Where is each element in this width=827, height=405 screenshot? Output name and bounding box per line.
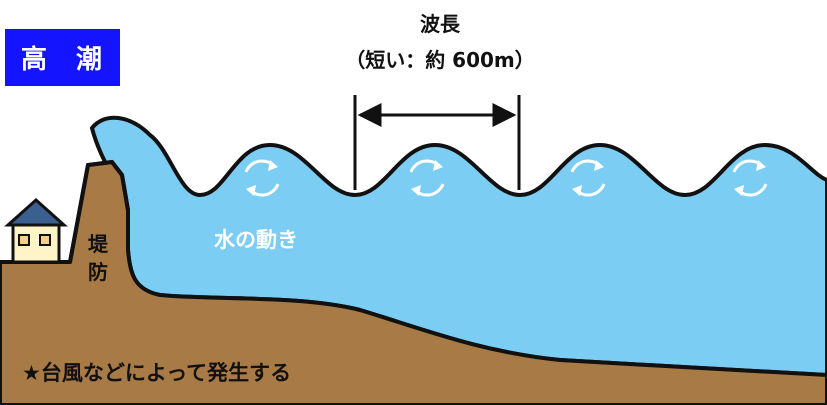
circulation-icon: [570, 159, 606, 197]
cause-note: ★台風などによって発生する: [22, 361, 292, 385]
wavelength-sublabel: （短い：約 600m）: [345, 48, 535, 72]
circulation-icon: [409, 159, 445, 197]
ground: [0, 160, 827, 405]
circulation-icon: [732, 159, 768, 197]
circulation-icon: [244, 159, 280, 197]
wavelength-label: 波長: [420, 12, 460, 36]
levee: [68, 159, 130, 263]
levee-label-line2: 防: [88, 260, 108, 284]
levee-label-line1: 堤: [88, 232, 108, 256]
wavelength-marker: [353, 95, 521, 190]
title-badge: 高 潮: [5, 29, 120, 86]
levee-label: 堤 防: [83, 230, 113, 286]
water-motion-label: 水の動き: [214, 228, 298, 252]
house: [4, 197, 68, 264]
